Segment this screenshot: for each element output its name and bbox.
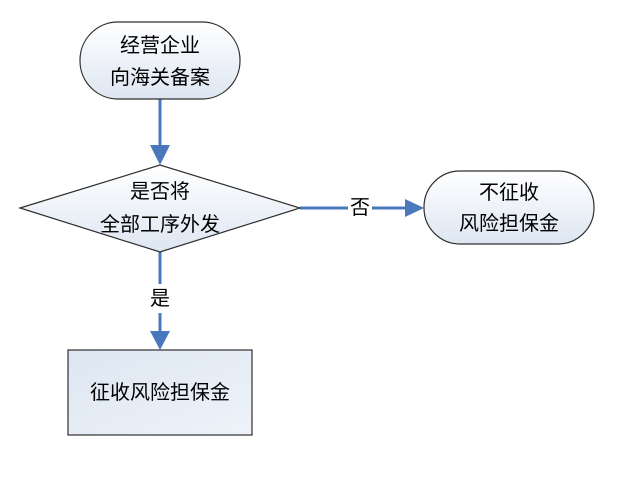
node-no-result: 不征收 风险担保金 — [423, 170, 595, 245]
node-start-line1: 经营企业 — [120, 33, 200, 57]
arrowhead-decision-to-yes — [150, 331, 170, 350]
connectors — [150, 99, 424, 350]
arrowhead-start-to-decision — [150, 145, 170, 165]
node-start-line2: 向海关备案 — [110, 65, 210, 89]
node-no-result-line1: 不征收 — [479, 180, 539, 204]
node-decision-line2: 全部工序外发 — [100, 212, 220, 236]
node-start-shape — [79, 21, 241, 100]
edge-label-no: 否 — [350, 195, 370, 219]
node-yes-result: 征收风险担保金 — [67, 349, 253, 436]
node-decision: 是否将 全部工序外发 — [17, 164, 303, 253]
arrowhead-decision-to-no — [405, 199, 424, 217]
node-decision-line1: 是否将 — [130, 179, 190, 203]
node-yes-result-shape — [67, 349, 253, 436]
node-yes-result-line1: 征收风险担保金 — [90, 380, 230, 404]
edge-label-yes: 是 — [150, 286, 170, 310]
node-no-result-shape — [423, 170, 595, 245]
node-start: 经营企业 向海关备案 — [79, 21, 241, 100]
node-decision-shape — [17, 164, 303, 253]
node-no-result-line2: 风险担保金 — [459, 211, 559, 235]
